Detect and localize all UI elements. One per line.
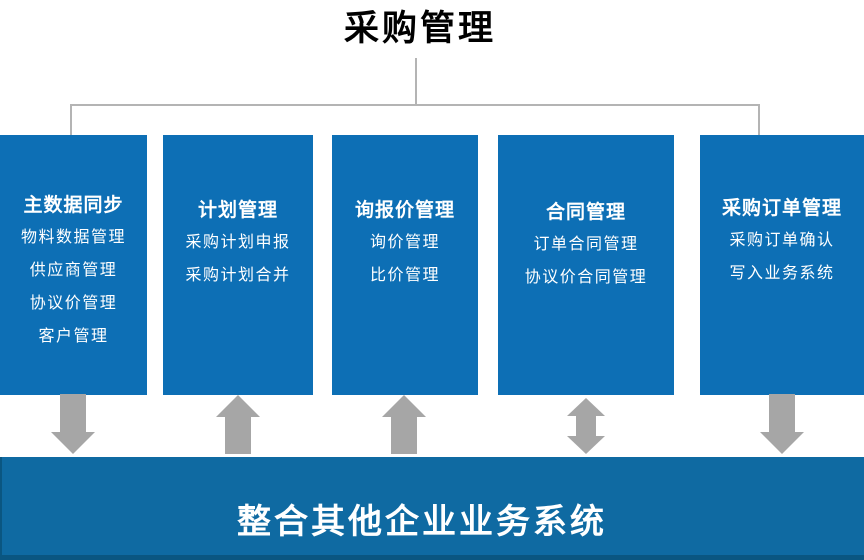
connector-horizontal-line bbox=[70, 104, 760, 106]
up-arrow-icon bbox=[382, 395, 426, 454]
up-arrow-icon bbox=[216, 395, 260, 454]
column-item: 采购计划合并 bbox=[185, 265, 291, 284]
page-title: 采购管理 bbox=[343, 9, 496, 49]
connector-left-drop bbox=[70, 104, 72, 136]
column-item: 协议价合同管理 bbox=[524, 267, 648, 286]
column-item: 物料数据管理 bbox=[20, 227, 126, 246]
column-item: 协议价管理 bbox=[29, 293, 118, 312]
column-item: 订单合同管理 bbox=[533, 234, 639, 253]
integration-bar: 整合其他企业业务系统 bbox=[0, 457, 864, 560]
column-header: 采购订单管理 bbox=[721, 197, 842, 219]
column-purchase-order-management: 采购订单管理 采购订单确认 写入业务系统 bbox=[700, 135, 864, 395]
column-header: 计划管理 bbox=[197, 199, 278, 221]
connector-title-stem bbox=[415, 58, 417, 105]
column-plan-management: 计划管理 采购计划申报 采购计划合并 bbox=[163, 135, 313, 395]
down-arrow-icon bbox=[51, 394, 95, 454]
column-rfq-management: 询报价管理 询价管理 比价管理 bbox=[332, 135, 478, 395]
arrow-head-up bbox=[382, 395, 426, 417]
double-arrow-icon bbox=[567, 398, 605, 454]
column-contract-management: 合同管理 订单合同管理 协议价合同管理 bbox=[498, 135, 674, 395]
column-header: 合同管理 bbox=[545, 201, 626, 223]
arrow-head-down bbox=[51, 432, 95, 454]
connector-right-drop bbox=[758, 104, 760, 136]
column-item: 供应商管理 bbox=[29, 260, 118, 279]
column-header: 询报价管理 bbox=[354, 199, 455, 221]
integration-bar-label: 整合其他企业业务系统 bbox=[237, 502, 607, 542]
down-arrow-icon bbox=[760, 394, 804, 454]
arrow-shaft bbox=[769, 394, 795, 432]
arrow-head-down bbox=[760, 432, 804, 454]
arrow-head-up bbox=[216, 395, 260, 417]
column-item: 比价管理 bbox=[369, 265, 440, 284]
column-header: 主数据同步 bbox=[23, 194, 124, 216]
column-item: 写入业务系统 bbox=[729, 263, 835, 282]
column-item: 采购计划申报 bbox=[185, 232, 291, 251]
arrow-shaft bbox=[60, 394, 86, 432]
arrow-head-down bbox=[567, 436, 605, 454]
column-master-data-sync: 主数据同步 物料数据管理 供应商管理 协议价管理 客户管理 bbox=[0, 135, 147, 395]
column-item: 采购订单确认 bbox=[729, 230, 835, 249]
arrow-shaft bbox=[225, 417, 251, 454]
column-item: 客户管理 bbox=[38, 326, 109, 345]
arrow-shaft bbox=[391, 417, 417, 454]
arrow-head-up bbox=[567, 398, 605, 416]
column-item: 询价管理 bbox=[369, 232, 440, 251]
arrow-shaft bbox=[576, 416, 596, 436]
